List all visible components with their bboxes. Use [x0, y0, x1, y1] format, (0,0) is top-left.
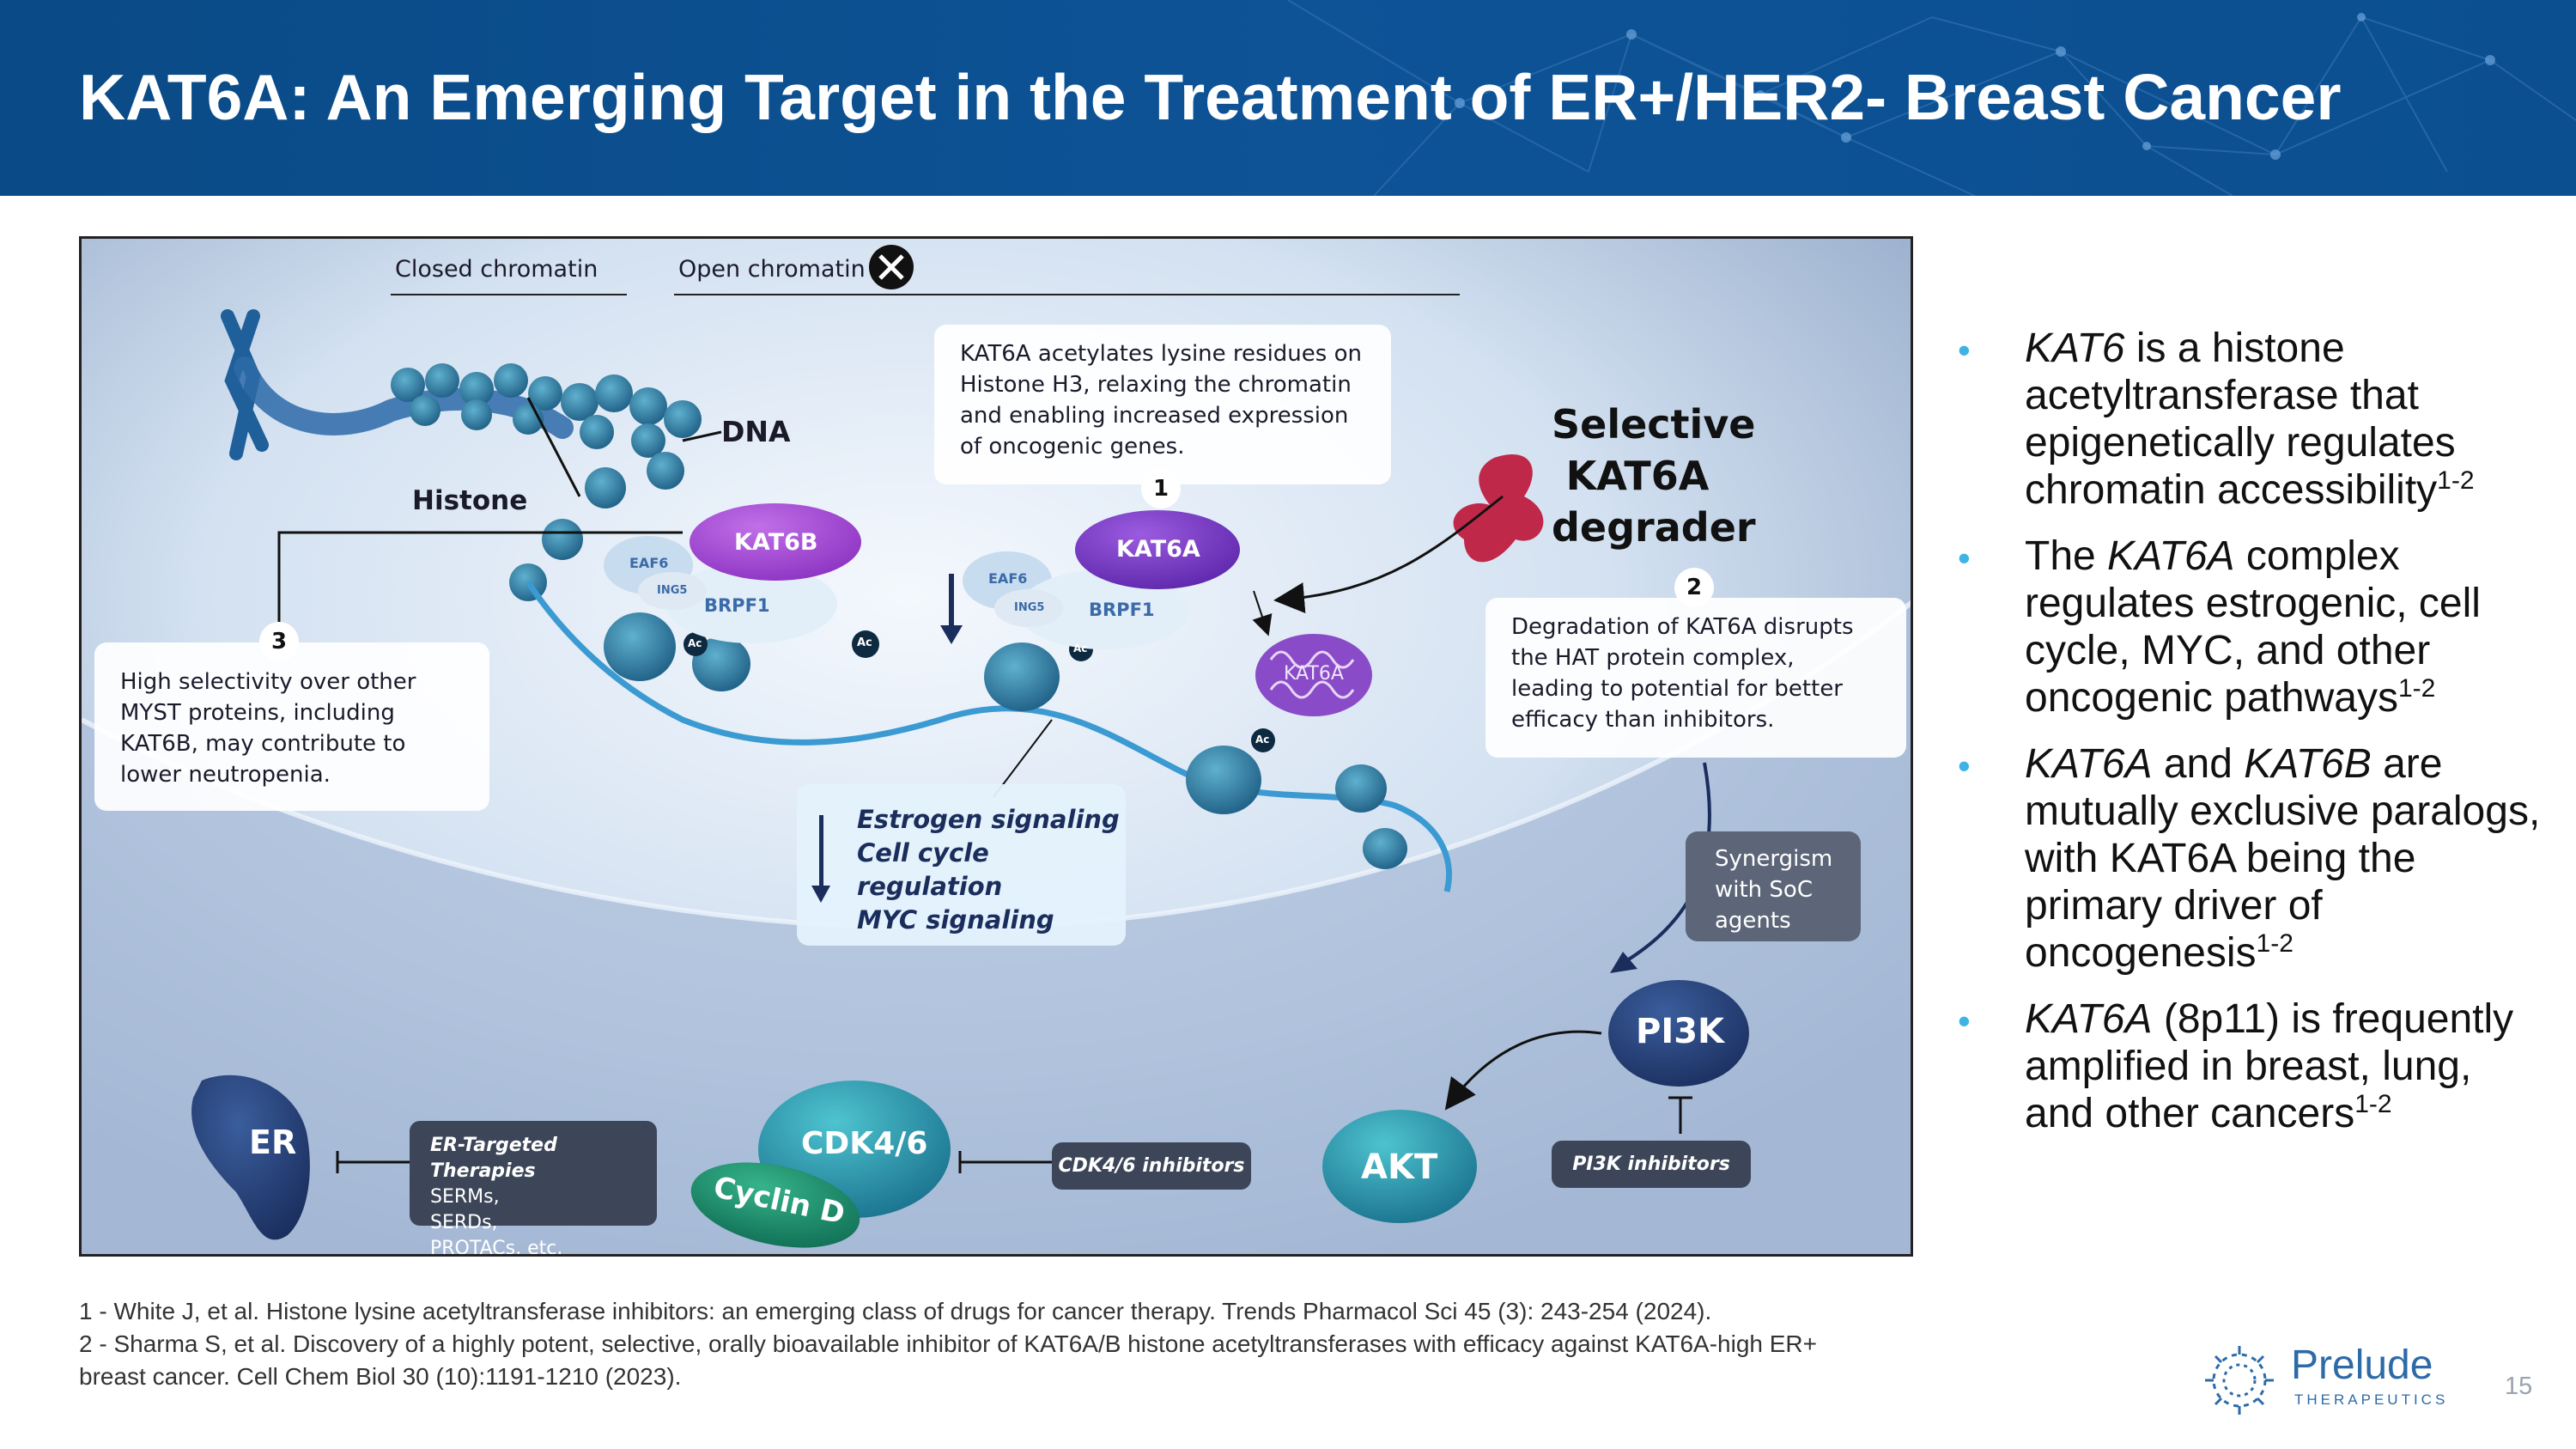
signaling-cell-cycle: Cell cycle regulation: [857, 838, 1003, 901]
er-therapies-items: SERMs, SERDs, PROTACs, etc.: [430, 1186, 563, 1257]
signaling-box: Estrogen signaling Cell cycle regulation…: [797, 784, 1126, 946]
bullet-dot-icon: •: [1958, 746, 1971, 786]
closed-chromatin-label: Closed chromatin: [395, 256, 598, 283]
pi3k-inhibitors-pill: PI3K inhibitors: [1552, 1141, 1751, 1188]
pi3k-label: PI3K: [1636, 1012, 1725, 1051]
step1-card: KAT6A acetylates lysine residues on Hist…: [934, 325, 1391, 484]
er-therapies-title: ER-Targeted Therapies: [430, 1135, 557, 1182]
reference-2-cont: breast cancer. Cell Chem Biol 30 (10):11…: [79, 1363, 682, 1390]
prelude-logo: Prelude THERAPEUTICS: [2196, 1333, 2471, 1428]
bullet-dot-icon: •: [1958, 1001, 1971, 1041]
close-x-icon: [880, 251, 902, 273]
ing5-right-label: ING5: [1014, 601, 1045, 614]
logo-sub: THERAPEUTICS: [2294, 1391, 2449, 1408]
bullet-dot-icon: •: [1958, 538, 1971, 578]
synergism-box: Synergism with SoC agents: [1686, 831, 1861, 941]
cdk46-label: CDK4/6: [801, 1126, 928, 1161]
open-chromatin-label: Open chromatin: [678, 256, 866, 283]
brpf1-left-label: BRPF1: [704, 595, 770, 616]
ac-label-3: Ac: [1073, 642, 1088, 654]
step2-card: Degradation of KAT6A disrupts the HAT pr…: [1485, 598, 1906, 758]
page-title: KAT6A: An Emerging Target in the Treatme…: [79, 61, 2342, 133]
akt-label: AKT: [1361, 1148, 1438, 1187]
network-background-graphic: [1287, 0, 2576, 196]
prelude-star-icon: [2205, 1346, 2274, 1415]
eaf6-right-label: EAF6: [988, 570, 1028, 587]
ac-label-1: Ac: [688, 637, 702, 649]
reference-2: 2 - Sharma S, et al. Discovery of a high…: [79, 1330, 1817, 1357]
kat6a-degraded-label: KAT6A: [1284, 663, 1344, 685]
step1-number: 1: [1141, 469, 1181, 508]
ac-label-4: Ac: [1255, 734, 1270, 746]
step3-card: High selectivity over other MYST protein…: [94, 642, 489, 811]
brpf1-right-label: BRPF1: [1089, 600, 1155, 620]
er-label: ER: [249, 1123, 297, 1161]
eaf6-left-label: EAF6: [629, 555, 669, 571]
header-banner: KAT6A: An Emerging Target in the Treatme…: [0, 0, 2576, 196]
bullet-item: • KAT6A and KAT6B are mutually exclusive…: [1958, 741, 2541, 976]
kat6b-label: KAT6B: [734, 529, 818, 556]
signaling-estrogen: Estrogen signaling: [857, 805, 1120, 834]
step3-number: 3: [259, 622, 299, 661]
page-number: 15: [2505, 1373, 2533, 1400]
bullet-item: • KAT6 is a histone acetyltransferase th…: [1958, 326, 2475, 513]
ac-label-2: Ac: [857, 636, 872, 649]
kat6a-label: KAT6A: [1116, 536, 1200, 563]
reference-1: 1 - White J, et al. Histone lysine acety…: [79, 1298, 1712, 1324]
degrader-title: Selective KAT6A degrader: [1552, 401, 1756, 551]
histone-label: Histone: [412, 485, 528, 516]
logo-name: Prelude: [2291, 1342, 2433, 1388]
bullet-item: • KAT6A (8p11) is frequently amplified i…: [1958, 996, 2514, 1136]
signaling-myc: MYC signaling: [857, 905, 1054, 935]
cdk-inhibitors-pill: CDK4/6 inhibitors: [1052, 1142, 1251, 1190]
bullet-list: • KAT6 is a histone acetyltransferase th…: [1949, 325, 2550, 1156]
bullet-dot-icon: •: [1958, 330, 1971, 370]
bullet-item: • The KAT6A complex regulates estrogenic…: [1958, 533, 2481, 721]
references: 1 - White J, et al. Histone lysine acety…: [79, 1295, 2140, 1393]
step2-number: 2: [1674, 568, 1714, 607]
ing5-left-label: ING5: [657, 584, 688, 597]
dna-label: DNA: [721, 415, 791, 448]
er-therapies-box: ER-Targeted Therapies SERMs, SERDs, PROT…: [410, 1121, 657, 1254]
mechanism-figure: Closed chromatin Open chromatin DNA Hist…: [79, 236, 1913, 1257]
